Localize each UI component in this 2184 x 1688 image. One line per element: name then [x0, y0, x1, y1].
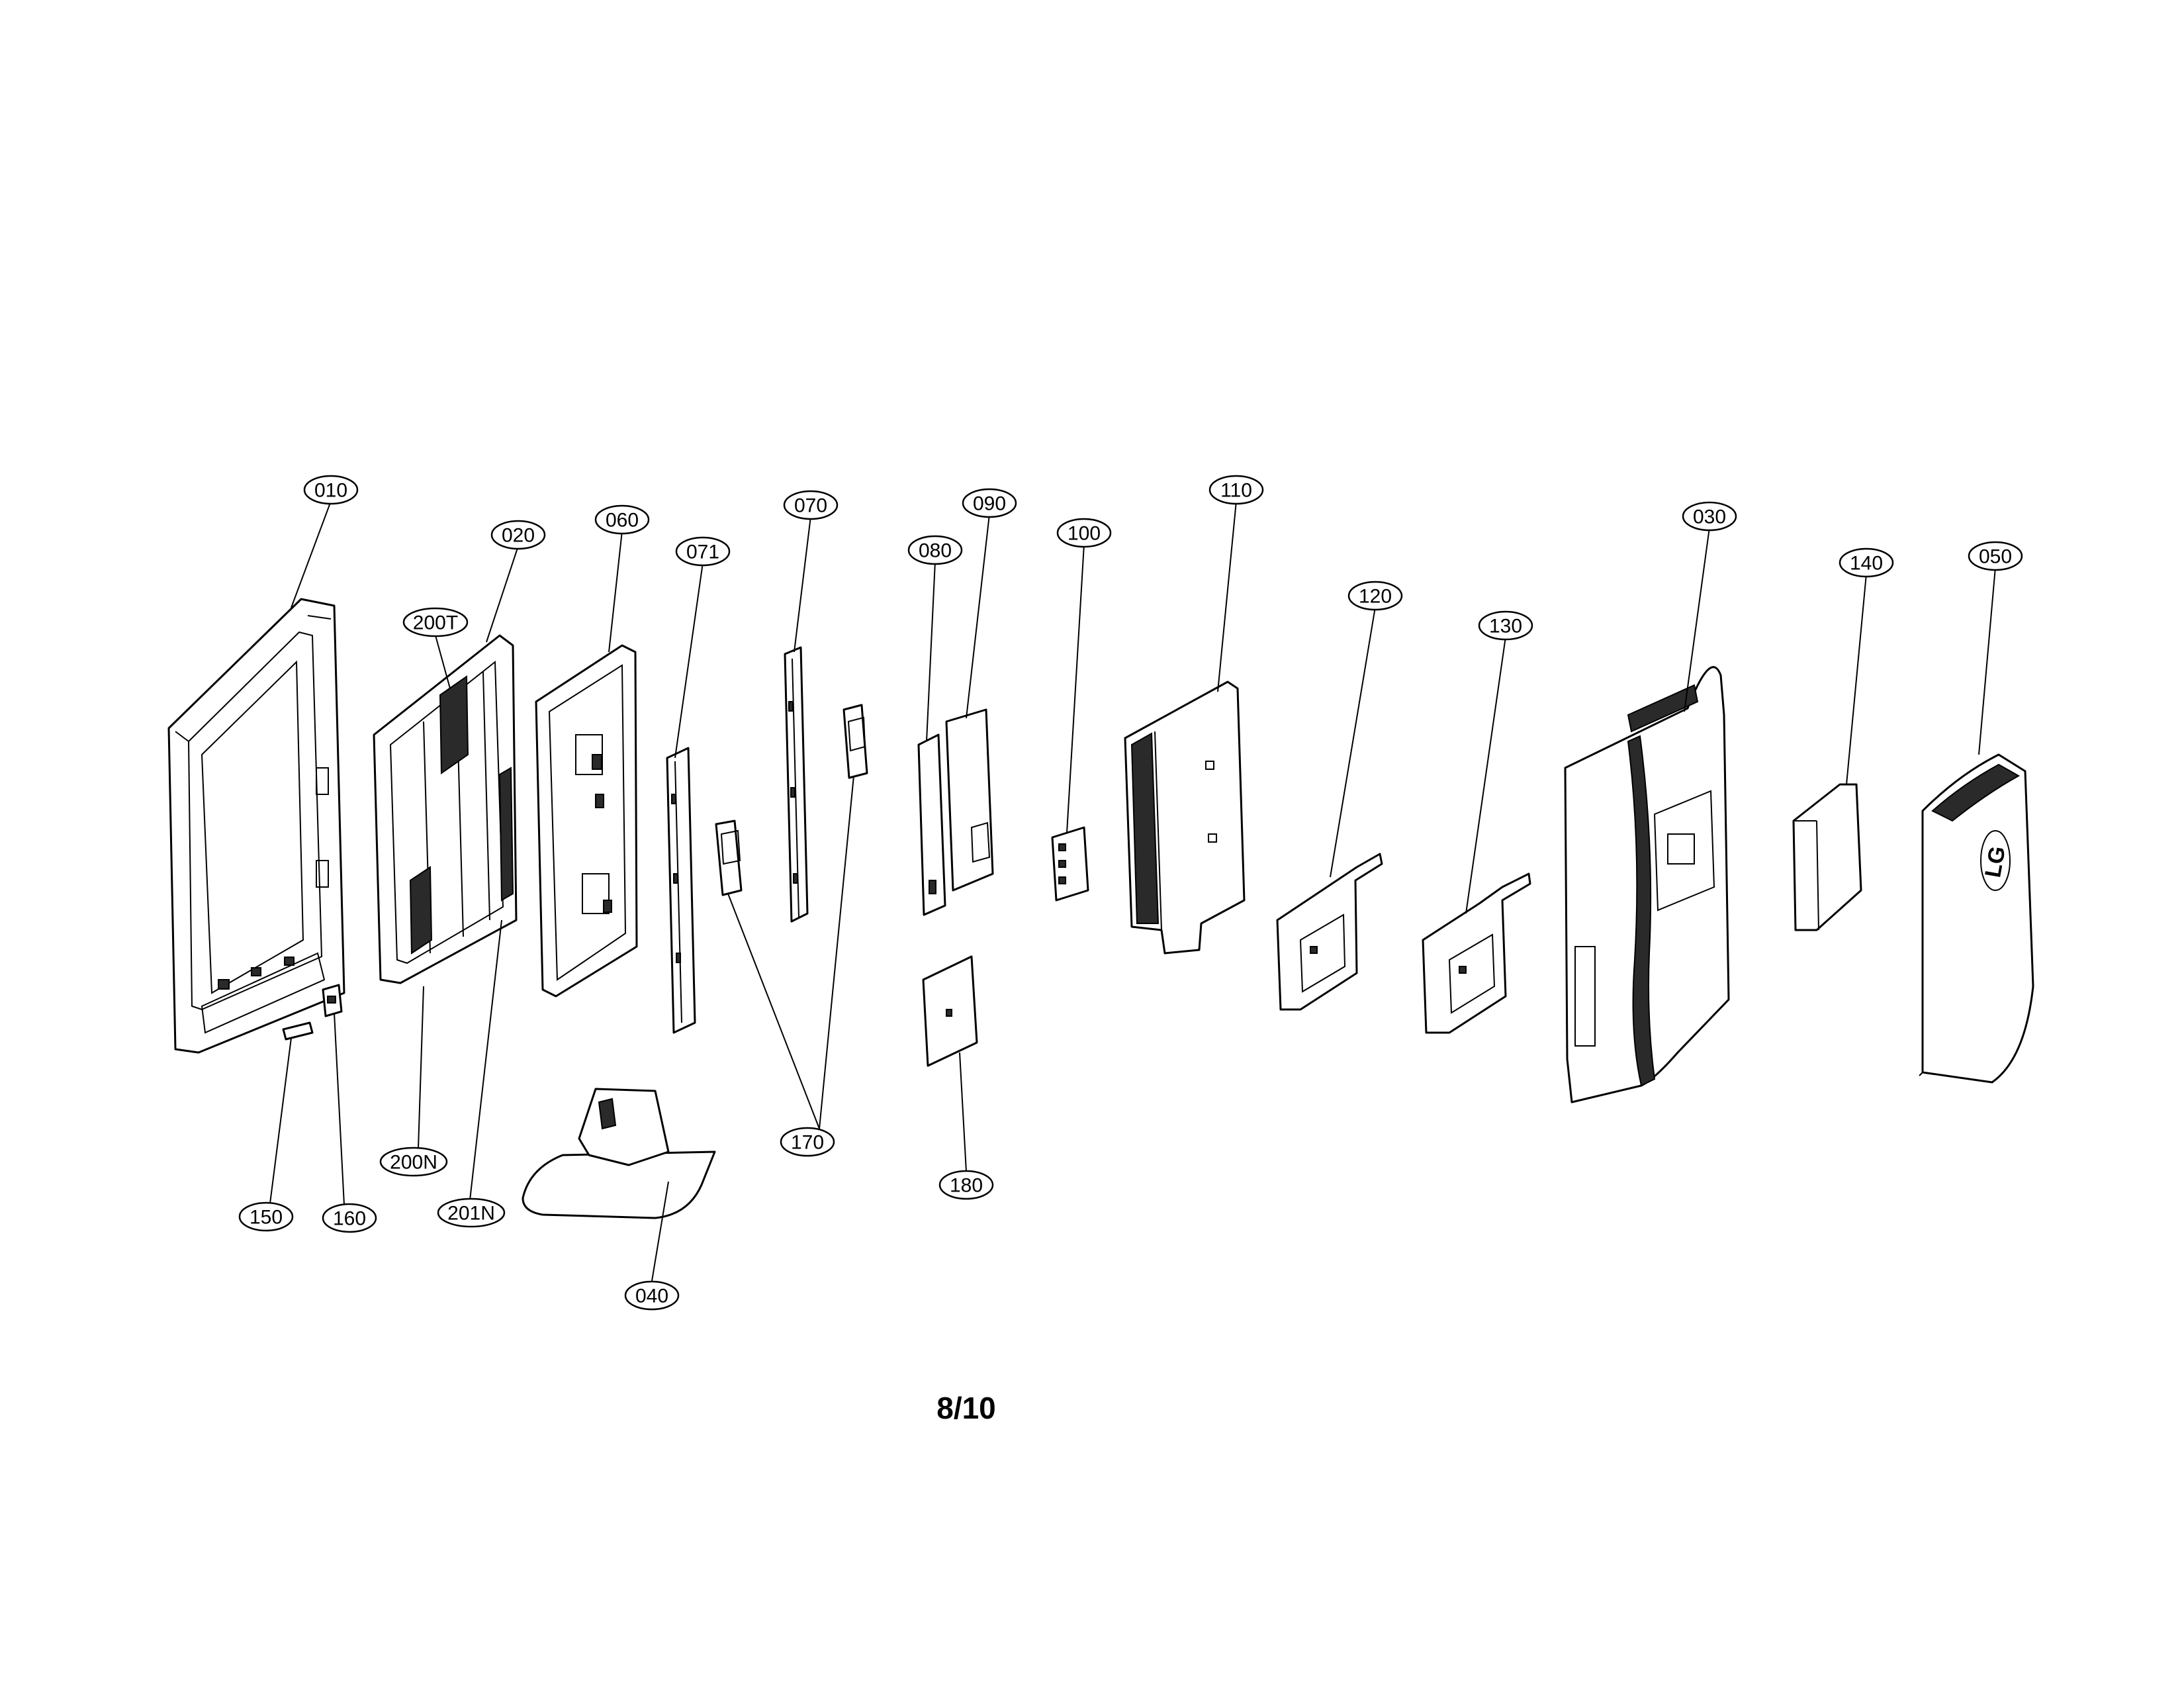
- callout-020: 020: [490, 520, 546, 550]
- callout-030: 030: [1682, 501, 1737, 532]
- stand-040: [522, 1088, 716, 1219]
- callout-010: 010: [303, 475, 359, 505]
- callout-201n-label: 201N: [447, 1203, 495, 1225]
- shield-bracket-120: [1276, 853, 1383, 1011]
- front-bezel-010: [167, 598, 345, 1054]
- callout-201n: 201N: [437, 1197, 506, 1228]
- part-150-160: [282, 984, 343, 1041]
- callout-140: 140: [1839, 547, 1894, 578]
- board-090: [945, 708, 994, 892]
- board-shield-060: [535, 644, 638, 998]
- callout-060-label: 060: [606, 510, 639, 532]
- callout-160-label: 160: [333, 1208, 366, 1230]
- shield-bracket-130: [1422, 872, 1531, 1034]
- bracket-071: [666, 747, 696, 1034]
- callout-090: 090: [962, 488, 1017, 518]
- callout-200t: 200T: [402, 607, 469, 637]
- callout-090-label: 090: [973, 493, 1006, 515]
- callout-200t-label: 200T: [413, 612, 458, 634]
- callout-150: 150: [238, 1201, 294, 1232]
- board-plate-080: [917, 733, 946, 916]
- power-unit-110: [1124, 680, 1246, 955]
- callout-120: 120: [1347, 581, 1403, 611]
- bracket-070: [784, 646, 809, 923]
- callout-100-label: 100: [1068, 523, 1101, 545]
- callout-070-label: 070: [794, 495, 827, 517]
- callout-070: 070: [783, 490, 839, 520]
- callout-130: 130: [1478, 610, 1533, 641]
- callout-160: 160: [322, 1203, 377, 1233]
- callout-140-label: 140: [1850, 553, 1883, 575]
- callout-180-label: 180: [950, 1175, 983, 1197]
- callout-050-label: 050: [1979, 546, 2012, 568]
- callout-120-label: 120: [1359, 586, 1392, 608]
- callout-170-label: 170: [791, 1132, 824, 1154]
- callout-130-label: 130: [1489, 616, 1522, 637]
- middle-frame-020: [373, 634, 518, 984]
- small-board-100: [1051, 826, 1089, 902]
- callout-060: 060: [594, 504, 650, 535]
- callout-180: 180: [938, 1170, 994, 1200]
- callout-071-label: 071: [686, 541, 719, 563]
- callout-050: 050: [1968, 541, 2023, 571]
- back-cover-030: [1564, 666, 1730, 1103]
- callout-071: 071: [675, 536, 731, 567]
- clips-170: [715, 704, 868, 896]
- callout-040: 040: [624, 1280, 680, 1311]
- callout-200n: 200N: [379, 1147, 448, 1177]
- callout-100: 100: [1056, 518, 1112, 548]
- lg-logo: LG: [1980, 844, 2011, 879]
- callout-010-label: 010: [314, 480, 347, 502]
- sheet-180: [922, 955, 978, 1067]
- callout-200n-label: 200N: [390, 1152, 437, 1174]
- leader-lines: [269, 500, 1996, 1282]
- page-number: 8/10: [936, 1391, 996, 1425]
- callout-030-label: 030: [1693, 506, 1726, 528]
- side-cover-140: [1792, 783, 1862, 931]
- callout-110: 110: [1208, 475, 1264, 505]
- callout-020-label: 020: [502, 525, 535, 547]
- callout-040-label: 040: [635, 1286, 668, 1307]
- callout-150-label: 150: [250, 1207, 283, 1229]
- callout-080-label: 080: [919, 540, 952, 562]
- callout-080: 080: [907, 535, 963, 565]
- rear-cover-050: LG: [1919, 753, 2034, 1084]
- callout-170: 170: [780, 1127, 835, 1157]
- callout-110-label: 110: [1220, 480, 1252, 502]
